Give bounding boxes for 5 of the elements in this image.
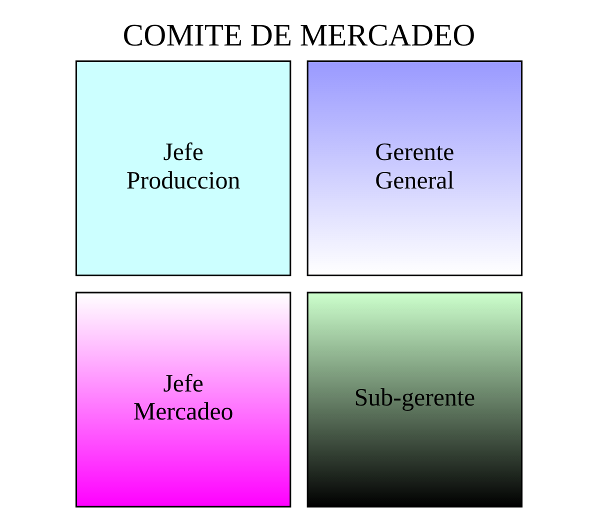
node-box: Gerente General [306, 60, 523, 276]
node-box: Jefe Mercadeo [75, 292, 292, 508]
diagram-title: COMITE DE MERCADEO [122, 18, 476, 53]
node-box: Jefe Produccion [75, 60, 292, 276]
node-box: Sub-gerente [306, 292, 523, 508]
